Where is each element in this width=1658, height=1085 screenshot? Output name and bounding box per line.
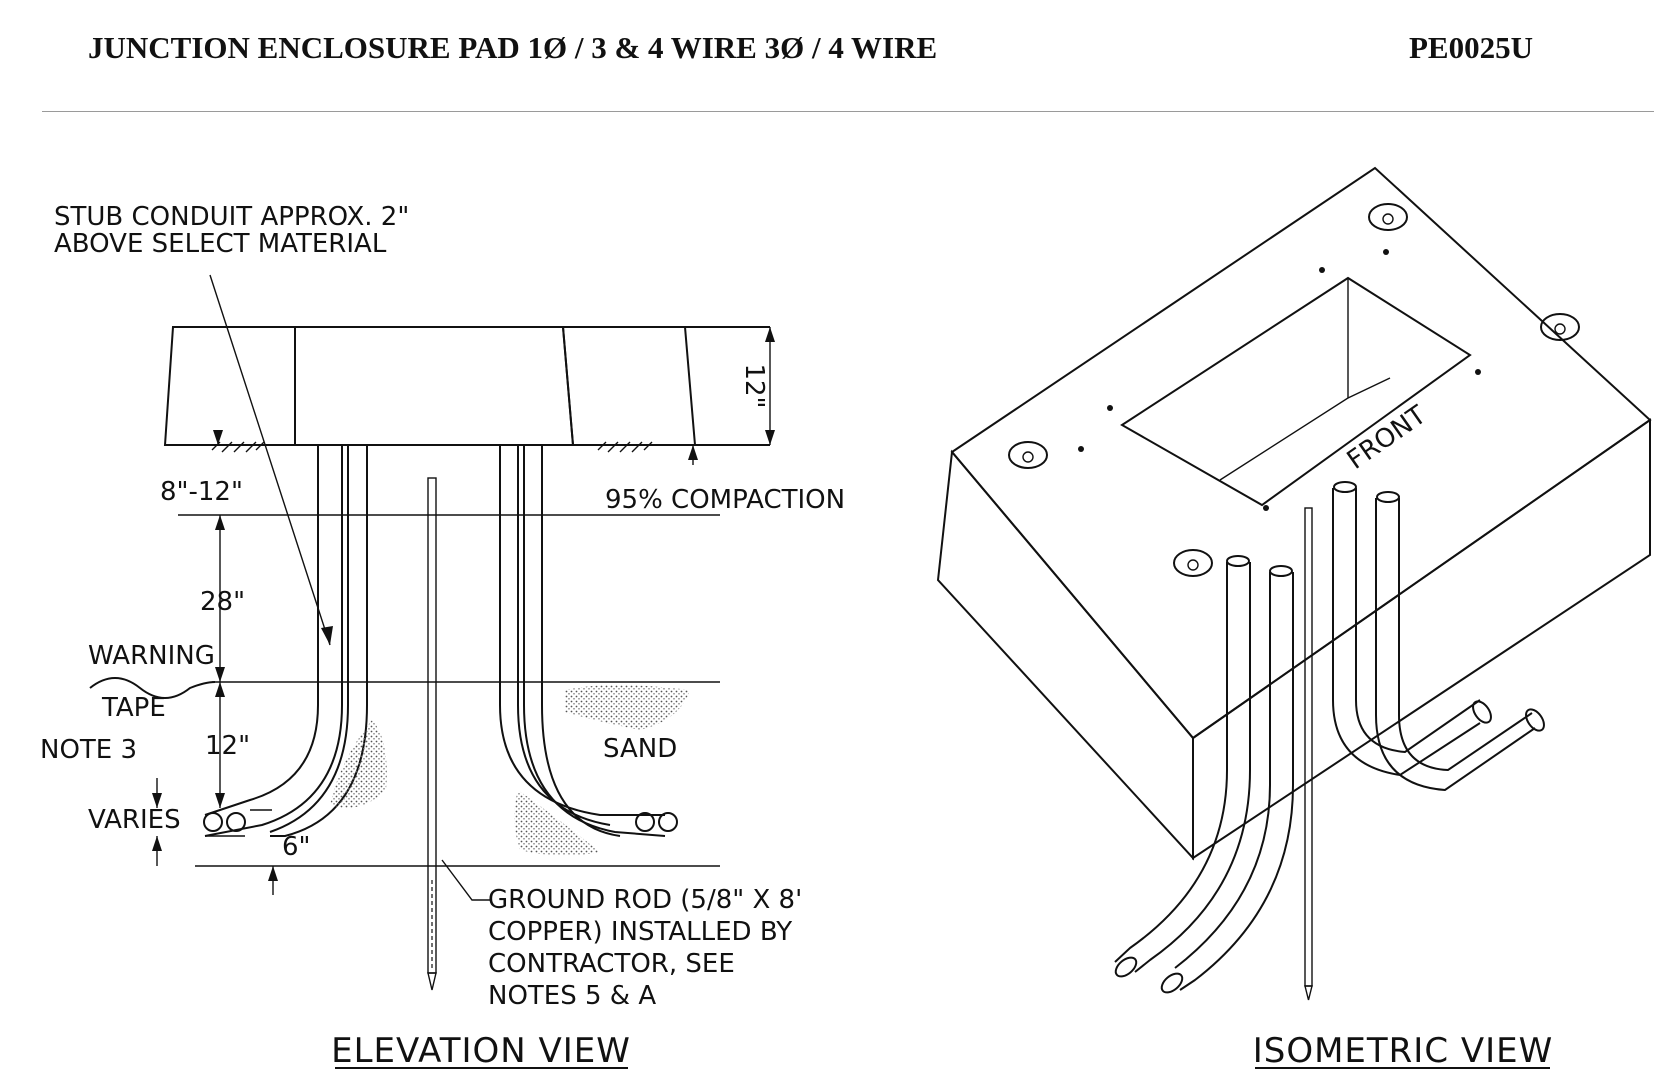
dim-8-12: 8"-12" bbox=[160, 477, 243, 507]
compaction-label: 95% COMPACTION bbox=[605, 485, 845, 515]
elevation-view: 12" bbox=[40, 202, 845, 1071]
iso-right-conduits bbox=[1332, 481, 1545, 792]
concrete-pad bbox=[163, 326, 770, 446]
ground-rod-note-3: CONTRACTOR, SEE bbox=[488, 949, 735, 979]
sand-area-1 bbox=[565, 685, 690, 730]
drawing-code: PE0025U bbox=[1409, 30, 1533, 65]
varies-label: VARIES bbox=[88, 805, 181, 835]
dim-6: 6" bbox=[282, 832, 311, 862]
isometric-view: FRONT ISOMETRIC VIEW bbox=[936, 166, 1652, 1071]
dim-pad-height: 12" bbox=[739, 363, 769, 408]
ground-rod-note-4: NOTES 5 & A bbox=[488, 981, 656, 1011]
depth-dimensions bbox=[152, 430, 698, 895]
dim-12: 12" bbox=[205, 731, 250, 761]
iso-left-conduits bbox=[1114, 555, 1294, 994]
stub-leader bbox=[209, 274, 331, 646]
sand-area-2 bbox=[330, 720, 387, 808]
dim-28: 28" bbox=[200, 587, 245, 617]
page-title: JUNCTION ENCLOSURE PAD 1Ø / 3 & 4 WIRE 3… bbox=[88, 30, 938, 65]
ground-rod-note-2: COPPER) INSTALLED BY bbox=[488, 917, 792, 947]
warning-tape-wave bbox=[89, 677, 216, 699]
tape-label: TAPE bbox=[101, 693, 166, 723]
ground-rod bbox=[427, 477, 492, 991]
sand-label: SAND bbox=[603, 734, 677, 764]
sand-area-3 bbox=[514, 790, 600, 856]
isometric-view-title: ISOMETRIC VIEW bbox=[1253, 1031, 1554, 1071]
iso-ground-rod bbox=[1304, 507, 1313, 1001]
stub-note-line-1: STUB CONDUIT APPROX. 2" bbox=[54, 202, 409, 232]
anchor-bolts bbox=[1008, 203, 1580, 577]
header-divider bbox=[42, 111, 1654, 112]
stub-note-line-2: ABOVE SELECT MATERIAL bbox=[54, 229, 387, 259]
note3-label: NOTE 3 bbox=[40, 735, 137, 765]
right-conduits bbox=[499, 445, 678, 837]
enclosure-pad-box bbox=[936, 166, 1652, 861]
warning-label: WARNING bbox=[88, 641, 215, 671]
pad-opening bbox=[1120, 276, 1472, 507]
ground-rod-note-1: GROUND ROD (5/8" X 8' bbox=[488, 885, 802, 915]
compaction-hatch bbox=[211, 441, 653, 453]
pad-height-dimension bbox=[765, 327, 775, 445]
elevation-view-title: ELEVATION VIEW bbox=[331, 1031, 631, 1071]
